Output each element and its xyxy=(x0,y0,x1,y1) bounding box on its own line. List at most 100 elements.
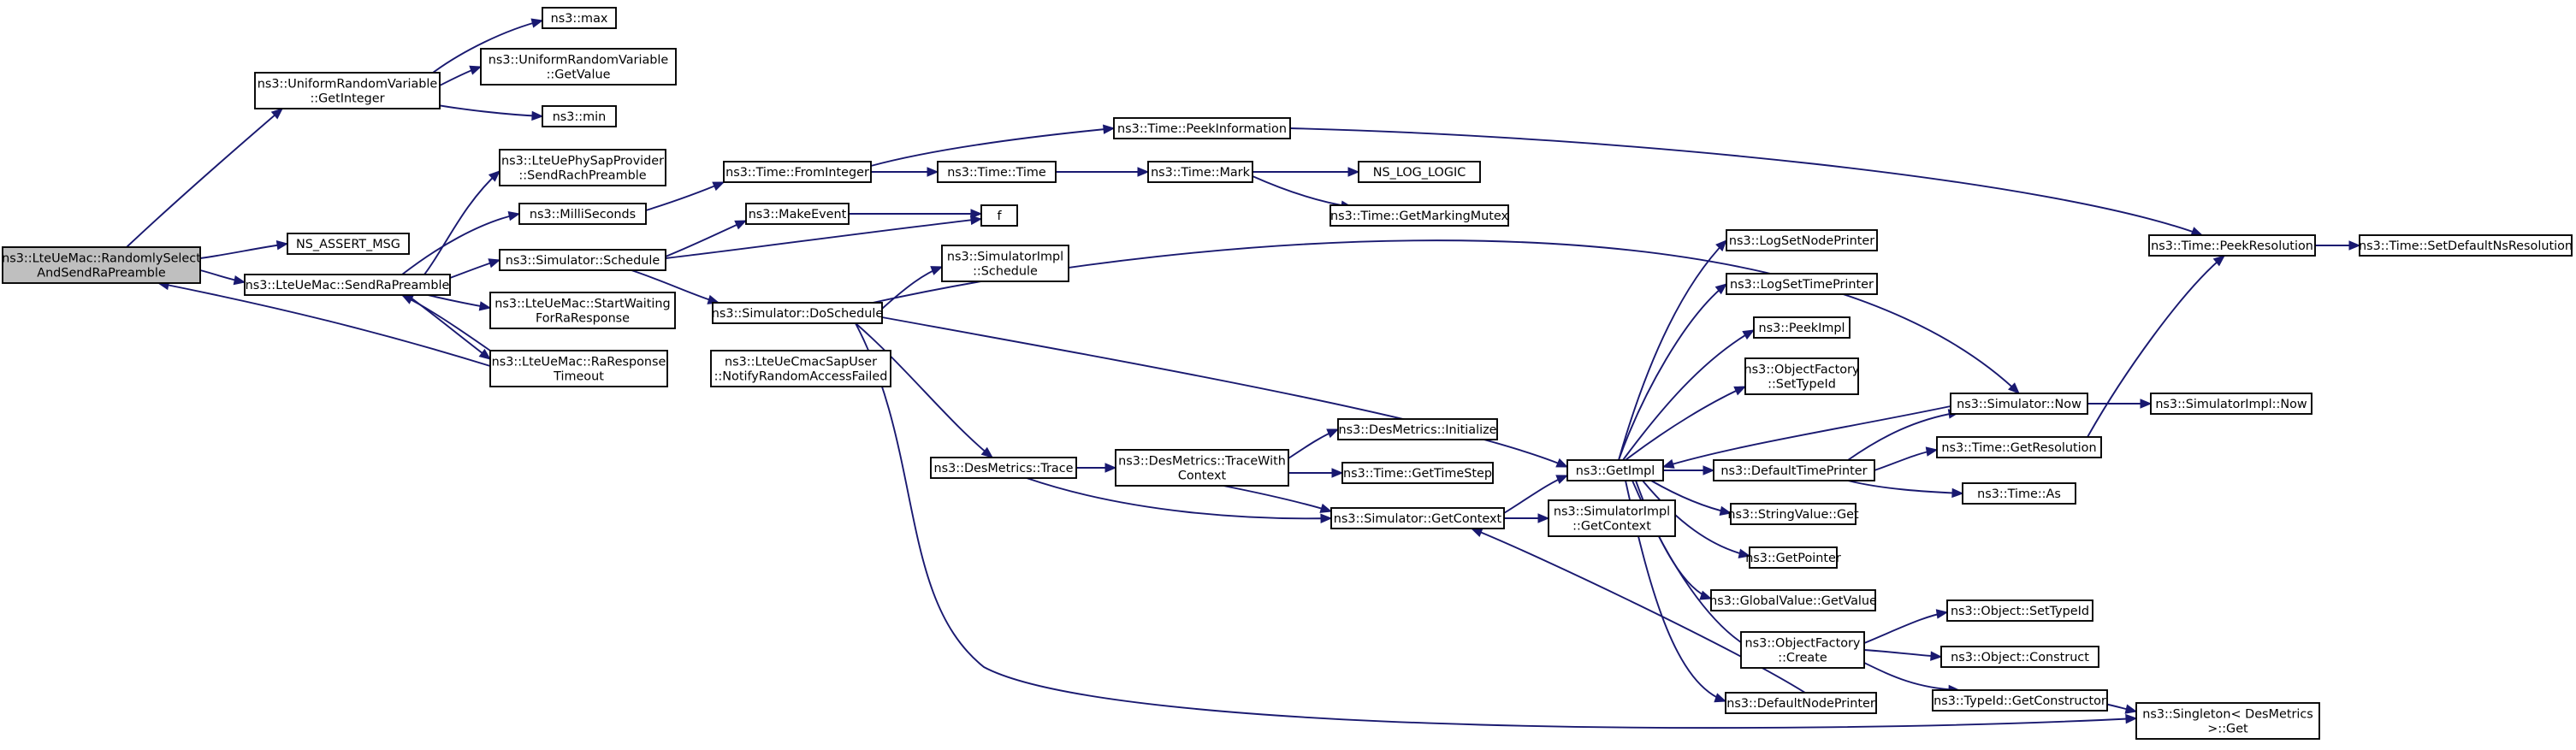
node-label-mark: ns3::Time::Mark xyxy=(1151,166,1251,180)
node-box-markMutex xyxy=(1329,204,1509,227)
node-box-getPointer xyxy=(1749,546,1838,569)
node-desTrace[interactable]: ns3::DesMetrics::Trace xyxy=(930,457,1077,479)
node-singleton[interactable]: ns3::Singleton< DesMetrics >::Get xyxy=(2135,702,2320,740)
node-label-typeGetCtor: ns3::TypeId::GetConstructor xyxy=(1933,694,2106,708)
node-getImpl[interactable]: ns3::GetImpl xyxy=(1566,459,1664,481)
node-box-simSched xyxy=(499,249,666,271)
node-label-desTraceCtx: Context xyxy=(1178,469,1227,483)
node-defNodePr[interactable]: ns3::DefaultNodePrinter xyxy=(1725,692,1877,714)
node-globalGet[interactable]: ns3::GlobalValue::GetValue xyxy=(1709,589,1877,611)
node-label-getImpl: ns3::GetImpl xyxy=(1576,464,1655,478)
node-sendRa[interactable]: ns3::LteUeMac::SendRaPreamble xyxy=(244,274,451,296)
edge-49 xyxy=(1847,480,1963,494)
node-uniGetVal[interactable]: ns3::UniformRandomVariable::GetValue xyxy=(480,48,677,86)
edge-20 xyxy=(1252,175,1353,208)
node-simSched[interactable]: ns3::Simulator::Schedule xyxy=(499,249,666,271)
edge-37 xyxy=(1622,329,1755,461)
node-label-peekImpl: ns3::PeekImpl xyxy=(1758,322,1845,335)
edge-arrowhead-26 xyxy=(2125,713,2138,724)
node-box-setDefNs xyxy=(2359,234,2573,257)
node-getPointer[interactable]: ns3::GetPointer xyxy=(1745,546,1841,569)
node-logNode[interactable]: ns3::LogSetNodePrinter xyxy=(1726,229,1878,251)
node-f[interactable]: f xyxy=(980,204,1018,227)
edge-arrowhead-32 xyxy=(1555,475,1569,485)
edge-36 xyxy=(1618,283,1727,461)
node-phySap[interactable]: ns3::LteUePhySapProvider::SendRachPreamb… xyxy=(499,149,666,186)
node-label-implSched: ::Schedule xyxy=(973,265,1038,279)
node-objConstruct[interactable]: ns3::Object::Construct xyxy=(1940,646,2099,668)
node-logTime[interactable]: ns3::LogSetTimePrinter xyxy=(1726,273,1878,295)
node-label-min: ns3::min xyxy=(553,110,607,124)
node-implGetCtx[interactable]: ns3::SimulatorImpl::GetContext xyxy=(1548,499,1676,537)
node-box-f xyxy=(980,204,1018,227)
node-box-globalGet xyxy=(1710,589,1876,611)
edge-50 xyxy=(2087,255,2225,438)
edge-31 xyxy=(1026,477,1332,520)
node-defTimePr[interactable]: ns3::DefaultTimePrinter xyxy=(1713,459,1875,481)
edge-7 xyxy=(401,213,520,275)
node-root: ns3::LteUeMac::RandomlySelectAndSendRaPr… xyxy=(2,246,201,284)
node-label-raTimeout: ns3::LteUeMac::RaResponse xyxy=(492,356,666,369)
node-box-uniGetInt xyxy=(254,72,441,109)
node-box-getContext xyxy=(1330,507,1505,529)
node-box-logNode xyxy=(1726,229,1878,251)
edge-arrowhead-41 xyxy=(1738,548,1751,558)
node-simNow[interactable]: ns3::Simulator::Now xyxy=(1950,393,2088,415)
node-getRes[interactable]: ns3::Time::GetResolution xyxy=(1936,436,2102,458)
edge-13 xyxy=(665,218,982,259)
node-getContext[interactable]: ns3::Simulator::GetContext xyxy=(1330,507,1505,529)
edge-arrowhead-51 xyxy=(2348,240,2361,251)
node-markMutex[interactable]: ns3::Time::GetMarkingMutex xyxy=(1329,204,1509,227)
node-objSetType[interactable]: ns3::Object::SetTypeId xyxy=(1946,599,2093,622)
node-setDefNs[interactable]: ns3::Time::SetDefaultNsResolution xyxy=(2359,234,2573,257)
node-ofCreate[interactable]: ns3::ObjectFactory::Create xyxy=(1740,631,1865,669)
node-strGet[interactable]: ns3::StringValue::Get xyxy=(1727,503,1859,525)
node-label-phySap: ::SendRachPreamble xyxy=(518,169,646,183)
node-doSched[interactable]: ns3::Simulator::DoSchedule xyxy=(712,302,884,324)
node-box-desInit xyxy=(1337,418,1498,440)
node-peekInfo[interactable]: ns3::Time::PeekInformation xyxy=(1113,117,1291,139)
node-ofSetType[interactable]: ns3::ObjectFactory::SetTypeId xyxy=(1744,357,1860,395)
node-label-implGetCtx: ns3::SimulatorImpl xyxy=(1554,505,1670,519)
node-mark[interactable]: ns3::Time::Mark xyxy=(1147,161,1253,183)
node-nslog[interactable]: NS_LOG_LOGIC xyxy=(1358,161,1481,183)
node-makeEvent[interactable]: ns3::MakeEvent xyxy=(745,203,850,225)
nodes: ns3::LteUeMac::RandomlySelectAndSendRaPr… xyxy=(2,7,2573,740)
node-box-desTrace xyxy=(930,457,1077,479)
node-getTimeStep[interactable]: ns3::Time::GetTimeStep xyxy=(1341,462,1494,484)
node-label-objConstruct: ns3::Object::Construct xyxy=(1951,651,2089,664)
node-cmacSap[interactable]: ns3::LteUeCmacSapUser::NotifyRandomAcces… xyxy=(710,350,891,387)
edge-57 xyxy=(401,294,491,351)
node-milli[interactable]: ns3::MilliSeconds xyxy=(518,203,647,225)
edge-26 xyxy=(855,322,2137,729)
edge-34 xyxy=(1471,528,1806,694)
node-peekImpl[interactable]: ns3::PeekImpl xyxy=(1753,316,1851,339)
node-typeGetCtor[interactable]: ns3::TypeId::GetConstructor xyxy=(1932,689,2108,712)
edge-25 xyxy=(855,322,993,458)
node-peekRes[interactable]: ns3::Time::PeekResolution xyxy=(2148,234,2316,257)
node-min[interactable]: ns3::min xyxy=(542,105,617,127)
node-desInit[interactable]: ns3::DesMetrics::Initialize xyxy=(1337,418,1498,440)
edge-arrowhead-17 xyxy=(1103,124,1116,134)
node-implSched[interactable]: ns3::SimulatorImpl::Schedule xyxy=(941,245,1069,282)
node-fromInt[interactable]: ns3::Time::FromInteger xyxy=(723,161,872,183)
node-label-setDefNs: ns3::Time::SetDefaultNsResolution xyxy=(2359,239,2573,253)
node-label-simSched: ns3::Simulator::Schedule xyxy=(506,254,660,268)
node-label-root: AndSendRaPreamble xyxy=(37,267,166,281)
node-implNow[interactable]: ns3::SimulatorImpl::Now xyxy=(2150,393,2312,415)
node-label-desTraceCtx: ns3::DesMetrics::TraceWith xyxy=(1118,455,1286,469)
edge-4 xyxy=(199,243,288,259)
node-label-implNow: ns3::SimulatorImpl::Now xyxy=(2155,398,2307,411)
node-uniGetInt[interactable]: ns3::UniformRandomVariable::GetInteger xyxy=(254,72,441,109)
node-assert[interactable]: NS_ASSERT_MSG xyxy=(287,233,410,255)
node-timeTime[interactable]: ns3::Time::Time xyxy=(937,161,1057,183)
node-box-typeGetCtor xyxy=(1932,689,2108,712)
node-label-startWait: ns3::LteUeMac::StartWaiting xyxy=(494,298,670,311)
node-timeAs[interactable]: ns3::Time::As xyxy=(1962,482,2076,505)
node-max[interactable]: ns3::max xyxy=(542,7,617,29)
edge-arrowhead-23 xyxy=(2008,382,2020,394)
